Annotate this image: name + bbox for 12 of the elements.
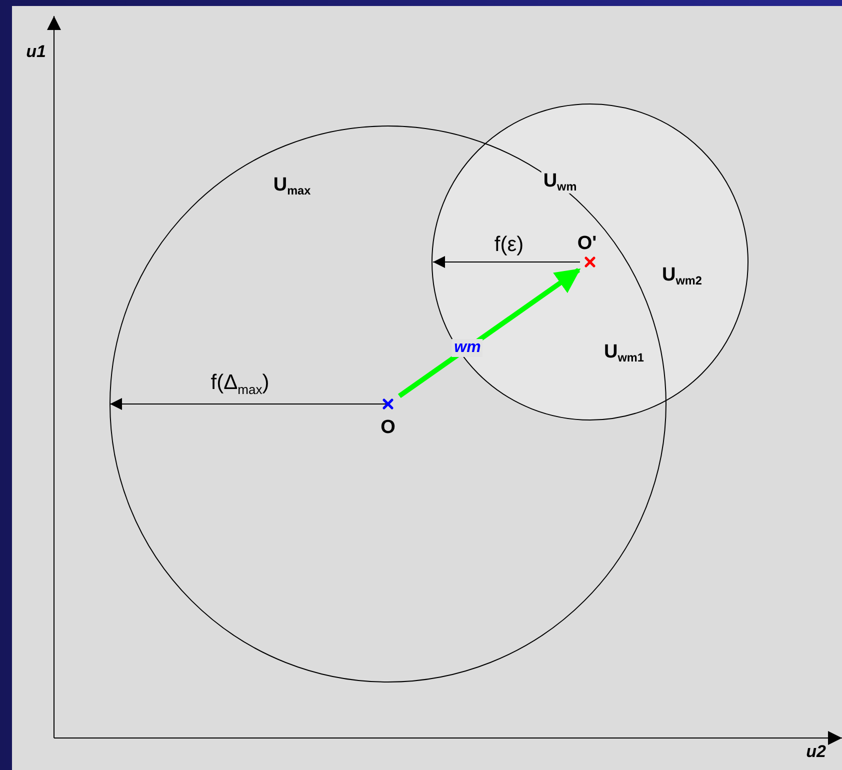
point-label: O — [380, 418, 396, 438]
region-label: U$_{max}$ — [273, 174, 311, 198]
region-label: U$_{wm1}$ — [604, 341, 644, 365]
point-label: O' — [576, 234, 598, 254]
edge-label: wm — [452, 339, 483, 358]
vector-arrow — [398, 268, 581, 398]
dimension-label: f(ε) — [494, 233, 524, 257]
region-label: U$_{wm2}$ — [662, 264, 702, 288]
axis-label: u1 — [26, 42, 46, 62]
region-label: U$_{wm}$ — [541, 170, 579, 194]
dimension-label: f(Δ$_{max}$) — [210, 371, 270, 397]
axis-label: u2 — [806, 742, 826, 762]
